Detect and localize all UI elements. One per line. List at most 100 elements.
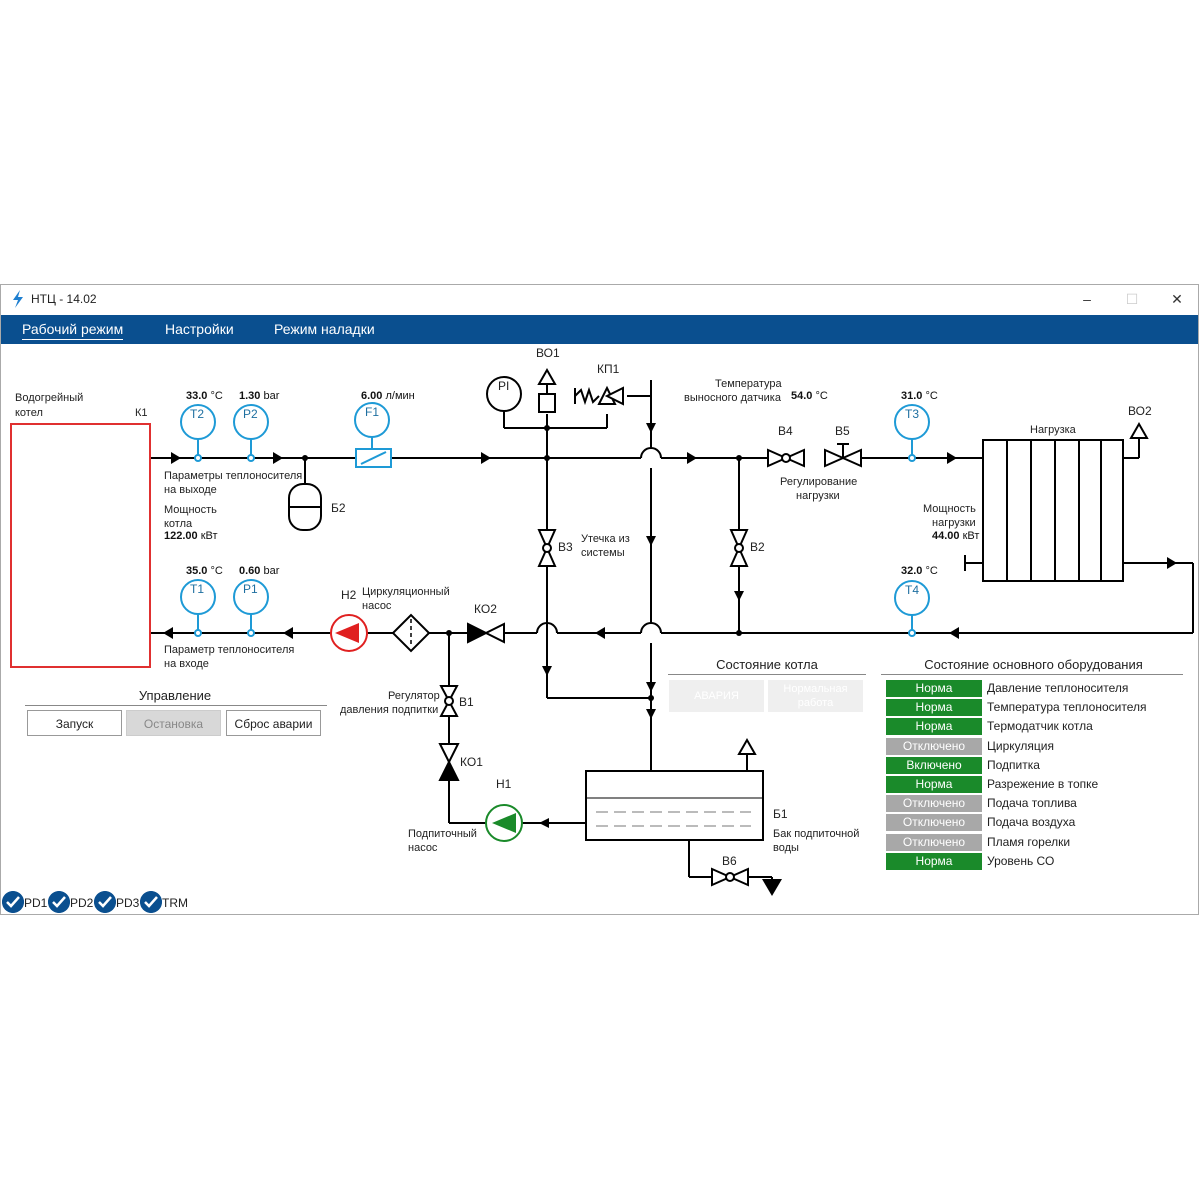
status-badge: Норма	[886, 718, 982, 736]
status-badge: Норма	[886, 852, 982, 870]
status-badge: Отключено	[886, 833, 982, 851]
status-label: Подпитка	[987, 757, 1040, 772]
ko1-label: КО1	[460, 755, 483, 769]
tab-working-mode[interactable]: Рабочий режим	[22, 321, 124, 340]
reset-alarm-button[interactable]: Сброс аварии	[226, 710, 321, 736]
sensor-p1-id: P1	[243, 582, 258, 596]
tab-settings[interactable]: Настройки	[165, 321, 234, 337]
sensor-t4-id: T4	[905, 583, 920, 597]
gauge-pi-id: PI	[498, 379, 510, 393]
power-label-2: котла	[164, 518, 193, 530]
b5-label: В5	[835, 424, 850, 438]
status-indicator-label: PD1	[24, 896, 48, 910]
vo1-label: ВО1	[536, 346, 560, 360]
leak-label-1: Утечка из	[581, 533, 630, 545]
tank-label-1: Бак подпиточной	[773, 828, 860, 840]
control-title: Управление	[138, 688, 212, 703]
t4-reading: 32.0 °C	[901, 565, 938, 577]
tab-commissioning-mode[interactable]: Режим наладки	[274, 321, 375, 337]
check-icon	[2, 891, 24, 913]
in-params-label-1: Параметр теплоносителя	[164, 644, 295, 656]
remote-temp-reading: 54.0 °C	[791, 390, 828, 402]
equipment-status-row: Отключено Подача топлива	[886, 795, 1186, 813]
load-power-label-2: нагрузки	[932, 517, 976, 529]
h2-label: Н2	[341, 588, 357, 602]
in-params-label-2: на входе	[164, 658, 209, 670]
status-label: Уровень СО	[987, 853, 1055, 868]
ko2-label: КО2	[474, 602, 497, 616]
start-button[interactable]: Запуск	[27, 710, 122, 736]
status-indicator-label: PD3	[116, 896, 140, 910]
lightning-icon	[13, 290, 23, 308]
equipment-state-title: Состояние основного оборудования	[924, 657, 1143, 672]
t1-reading: 35.0 °C	[186, 565, 223, 577]
out-params-label-2: на выходе	[164, 484, 217, 496]
circ-pump-label-2: насос	[362, 600, 392, 612]
b1-tank-label: Б1	[773, 807, 788, 821]
feed-pump-label-1: Подпиточный	[408, 828, 477, 840]
b2-label: Б2	[331, 501, 346, 515]
menu-bar: Рабочий режим Настройки Режим наладки	[1, 315, 1198, 344]
alarm-indicator: АВАРИЯ	[669, 680, 764, 712]
app-window: НТЦ - 14.02 – ☐ ✕ Рабочий режим Настройк…	[0, 284, 1199, 915]
load-label: Нагрузка	[1030, 424, 1076, 436]
equipment-status-row: Норма Температура теплоносителя	[886, 699, 1186, 717]
load-power-reading: 44.00 кВт	[932, 530, 980, 542]
vo2-label: ВО2	[1128, 404, 1152, 418]
check-icon	[48, 891, 70, 913]
b3-label: В3	[558, 540, 573, 554]
status-badge: Норма	[886, 699, 982, 717]
b2-valve-label: В2	[750, 540, 765, 554]
b6-label: В6	[722, 854, 737, 868]
status-badge: Отключено	[886, 795, 982, 813]
status-label: Разрежение в топке	[987, 777, 1099, 791]
kp1-label: КП1	[597, 362, 620, 376]
t2-reading: 33.0 °C	[186, 390, 223, 402]
status-badge: Отключено	[886, 737, 982, 755]
boiler-label-2: котел	[15, 407, 43, 419]
check-icon	[140, 891, 162, 913]
status-label: Подача воздуха	[987, 815, 1076, 830]
schematic-area: Водогрейный котел К1 T2 P2 F1 T3 T1 P1 T…	[1, 344, 1198, 914]
equipment-status-row: Отключено Циркуляция	[886, 737, 1186, 755]
status-label: Подача топлива	[987, 796, 1077, 811]
minimize-button[interactable]: –	[1083, 291, 1091, 307]
equipment-state-divider	[881, 674, 1183, 675]
piping-diagram	[151, 367, 1194, 896]
window-title: НТЦ - 14.02	[31, 292, 97, 306]
boiler-state-divider	[668, 674, 866, 675]
control-divider	[25, 705, 327, 706]
boiler-k1[interactable]	[10, 423, 151, 668]
status-label: Термодатчик котла	[987, 719, 1093, 734]
h1-label: Н1	[496, 777, 512, 791]
status-label: Давление теплоносителя	[987, 681, 1129, 695]
status-badge: Норма	[886, 776, 982, 793]
equipment-status-row: Норма Давление теплоносителя	[886, 680, 1186, 697]
load-reg-label-2: нагрузки	[796, 490, 840, 502]
b4-label: В4	[778, 424, 793, 438]
status-indicator-label: TRM	[162, 896, 188, 910]
status-label: Циркуляция	[987, 738, 1054, 753]
sensor-t3-id: T3	[905, 407, 920, 421]
remote-temp-label-2: выносного датчика	[684, 392, 781, 404]
title-bar: НТЦ - 14.02 – ☐ ✕	[1, 285, 1198, 314]
check-icon	[94, 891, 116, 913]
t3-reading: 31.0 °C	[901, 390, 938, 402]
boiler-label-1: Водогрейный	[15, 392, 84, 404]
equipment-status-row: Норма Разрежение в топке	[886, 776, 1186, 793]
status-badge: Норма	[886, 680, 982, 697]
tank-label-2: воды	[773, 842, 799, 854]
close-button[interactable]: ✕	[1171, 291, 1183, 307]
stop-button[interactable]: Остановка	[126, 710, 221, 736]
status-label: Температура теплоносителя	[987, 700, 1147, 715]
sensor-t2-id: T2	[190, 407, 205, 421]
p2-reading: 1.30 bar	[239, 390, 280, 402]
maximize-button[interactable]: ☐	[1125, 291, 1139, 307]
feed-pump-label-2: насос	[408, 842, 438, 854]
b1-valve-label: В1	[459, 695, 474, 709]
load-reg-label-1: Регулирование	[780, 476, 858, 488]
circ-pump-label-1: Циркуляционный	[362, 586, 450, 598]
remote-temp-label-1: Температура	[715, 378, 782, 390]
